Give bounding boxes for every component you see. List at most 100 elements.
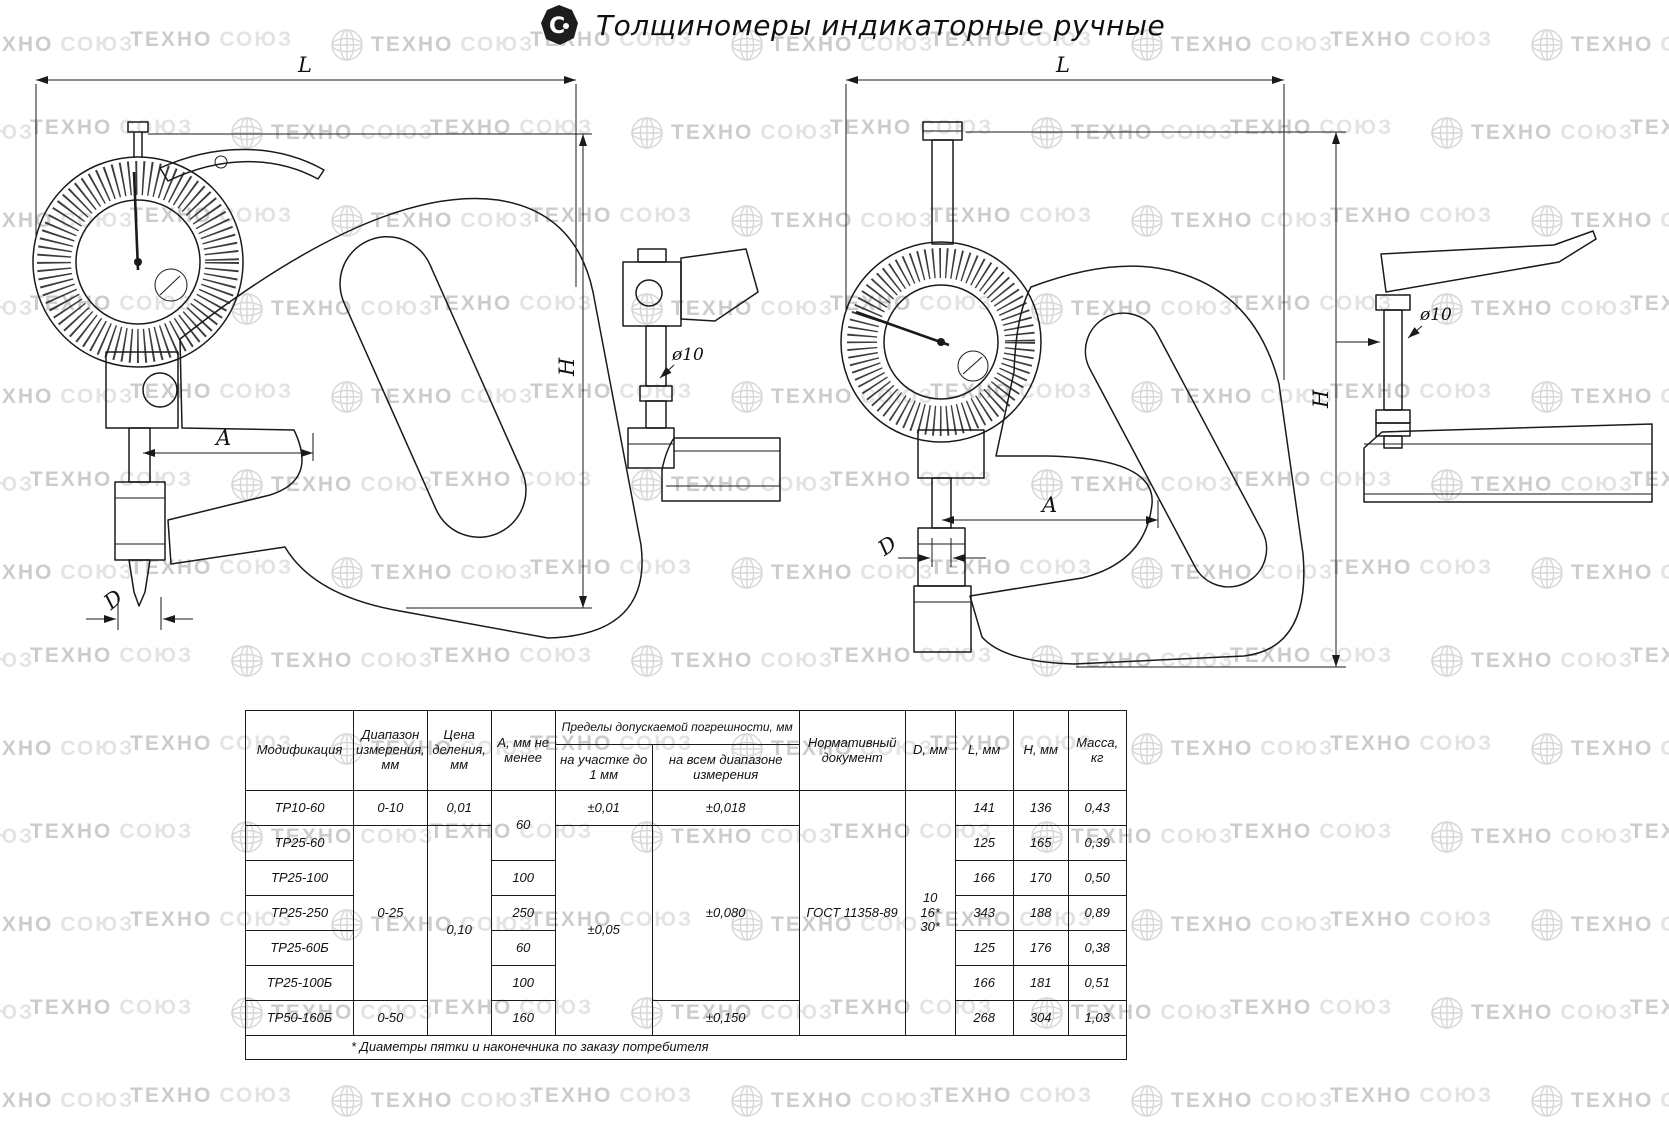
- table-cell: 0-50: [353, 1000, 428, 1036]
- table-row: ТР10-60 0-10 0,01 60 ±0,01 ±0,018 ГОСТ 1…: [245, 790, 1127, 1036]
- column-header-l: L, мм: [954, 710, 1014, 791]
- anvil: [917, 527, 966, 587]
- dim-L-label: L: [1055, 53, 1070, 77]
- d-value-line: 30*: [920, 919, 940, 935]
- table-cell: 60: [490, 790, 556, 861]
- column-header-error: Пределы допускаемой погрешности, мм: [554, 710, 800, 745]
- table-cell: 0,51: [1067, 965, 1127, 1001]
- table-footnote-row: * Диаметры пятки и наконечника по заказу…: [245, 1035, 1127, 1060]
- certification-mark-icon: C: [541, 5, 578, 45]
- d-value-line: 10: [922, 889, 938, 905]
- table-row: ТР25-250 250 343 188 0,89: [245, 895, 1127, 931]
- table-cell: ТР25-100Б: [245, 965, 354, 1001]
- table-cell: ±0,150: [651, 1000, 800, 1036]
- lightening-slot: [339, 236, 527, 538]
- dim-D-label: D: [873, 531, 902, 561]
- dial-indicator: [840, 121, 1042, 443]
- sheet-header: C Толщиномеры индикаторные ручные: [538, 3, 1165, 48]
- table-cell: ТР50-160Б: [245, 1000, 354, 1036]
- table-cell: 136: [1012, 790, 1069, 826]
- table-cell: 100: [490, 965, 556, 1001]
- page-title: Толщиномеры индикаторные ручные: [596, 9, 1166, 42]
- table-row: ТР25-60Б 60 125 176 0,38: [245, 930, 1127, 966]
- column-header-modification: Модификация: [245, 710, 354, 791]
- table-cell: 1,03: [1067, 1000, 1127, 1036]
- lever-arm: [159, 148, 325, 182]
- anvil: [114, 481, 166, 561]
- spindle-assembly: [913, 429, 985, 653]
- dim-H-label: H: [1309, 389, 1333, 409]
- table-footnote: * Диаметры пятки и наконечника по заказу…: [245, 1035, 1127, 1060]
- table-cell: ±0,018: [651, 790, 800, 826]
- table-cell: 125: [954, 930, 1014, 966]
- column-header-range: Диапазон измерения, мм: [353, 710, 428, 791]
- table-cell: 250: [490, 895, 556, 931]
- table-cell: 0,43: [1067, 790, 1127, 826]
- table-cell: ТР25-100: [245, 860, 354, 896]
- dimension-A: A: [143, 426, 314, 461]
- table-cell: 181: [1012, 965, 1069, 1001]
- needle: [855, 310, 950, 347]
- table-cell: 100: [490, 860, 556, 896]
- column-header-h: Н, мм: [1012, 710, 1069, 791]
- table-cell: 160: [490, 1000, 556, 1036]
- dimension-L: L: [845, 53, 1285, 380]
- table-subheader-row: на участке до 1 мм на всем диапазоне изм…: [246, 744, 1127, 791]
- table-cell: 0,10: [426, 825, 492, 1036]
- svg-text:C: C: [549, 14, 565, 39]
- column-header-a: А, мм не менее: [490, 710, 556, 791]
- table-cell: 0,01: [426, 790, 492, 826]
- dial-ticks: [37, 161, 239, 363]
- table-cell: ТР25-60Б: [245, 930, 354, 966]
- table-cell: 125: [954, 825, 1014, 861]
- table-cell: 0-10: [353, 790, 428, 826]
- dimension-D: D: [873, 531, 986, 567]
- dimension-D: D: [86, 585, 193, 630]
- lightening-slot: [1084, 312, 1268, 588]
- sub-dial: [957, 350, 989, 382]
- contact-tip: [128, 559, 151, 607]
- base-block: [913, 585, 972, 653]
- side-view-left: ø10: [622, 248, 781, 502]
- column-header-document: Нормативный документ: [798, 710, 906, 791]
